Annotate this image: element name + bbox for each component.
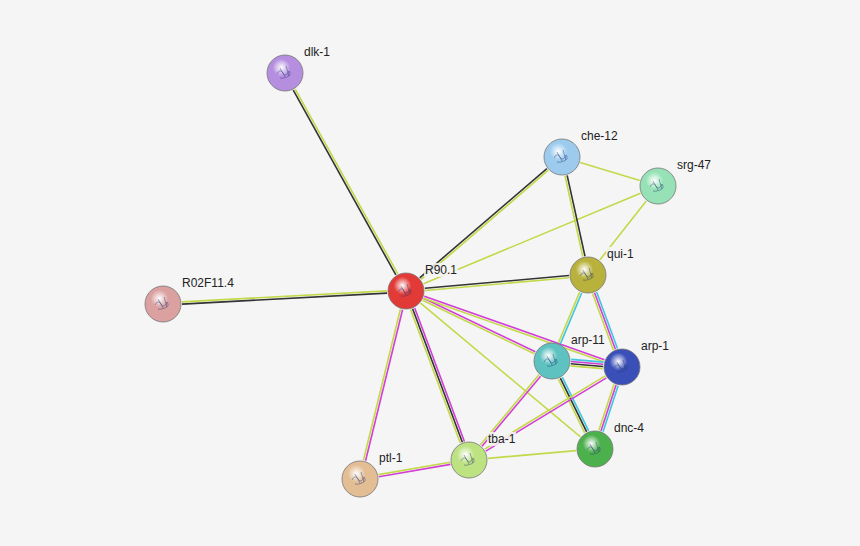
evidence-line	[413, 309, 463, 442]
interaction-edge	[423, 298, 536, 354]
evidence-line	[571, 366, 603, 369]
protein-node: R02F11.4	[144, 285, 182, 323]
evidence-line	[379, 464, 451, 476]
evidence-line	[482, 376, 541, 446]
interaction-edge	[425, 276, 569, 291]
interaction-edge	[571, 359, 604, 368]
node-ball	[341, 460, 379, 498]
node-label: R90.1	[424, 263, 458, 277]
node-ball	[639, 167, 677, 205]
evidence-line	[599, 384, 614, 430]
node-label: arp-1	[640, 339, 670, 353]
node-label: arp-11	[570, 333, 606, 347]
protein-node: dlk-1	[266, 54, 304, 92]
evidence-line	[424, 193, 641, 283]
interaction-edge	[424, 193, 641, 283]
node-label: ptl-1	[378, 451, 403, 465]
protein-node: dnc-4	[576, 430, 614, 468]
evidence-line	[295, 89, 398, 274]
node-ball	[266, 54, 304, 92]
protein-node: arp-1	[603, 348, 641, 386]
evidence-line	[560, 378, 586, 432]
protein-node: R90.1	[387, 272, 425, 310]
node-ball	[533, 342, 571, 380]
node-label: dnc-4	[613, 421, 645, 435]
node-label: che-12	[580, 129, 619, 143]
evidence-line	[421, 170, 548, 279]
evidence-line	[421, 303, 581, 437]
protein-node: ptl-1	[341, 460, 379, 498]
interaction-edge	[600, 201, 647, 260]
node-ball	[603, 348, 641, 386]
evidence-line	[420, 169, 547, 278]
evidence-line	[182, 293, 387, 304]
evidence-line	[293, 90, 396, 275]
interaction-edge	[363, 309, 402, 461]
protein-node: tba-1	[450, 441, 488, 479]
evidence-line	[558, 379, 584, 433]
interaction-edge	[293, 89, 397, 275]
evidence-line	[425, 278, 569, 291]
interaction-edge	[565, 175, 585, 256]
interaction-edge	[488, 451, 576, 459]
protein-node: qui-1	[569, 256, 607, 294]
protein-node: arp-11	[533, 342, 571, 380]
node-label: srg-47	[676, 158, 712, 172]
evidence-line	[562, 377, 588, 431]
interaction-edge	[480, 375, 540, 446]
interaction-edge	[182, 291, 387, 304]
evidence-line	[423, 300, 535, 354]
evidence-line	[567, 175, 585, 256]
evidence-line	[580, 162, 640, 180]
interaction-edge	[580, 162, 640, 180]
interaction-edge	[411, 308, 465, 443]
node-ball	[387, 272, 425, 310]
evidence-line	[600, 201, 647, 260]
node-ball	[569, 256, 607, 294]
evidence-line	[565, 176, 583, 257]
evidence-line	[366, 310, 403, 461]
evidence-line	[488, 451, 576, 459]
node-label: dlk-1	[303, 45, 331, 59]
evidence-line	[411, 310, 461, 443]
evidence-line	[182, 291, 387, 302]
node-ball	[576, 430, 614, 468]
interaction-edge	[421, 303, 581, 437]
node-ball	[450, 441, 488, 479]
node-ball	[543, 138, 581, 176]
node-ball	[144, 285, 182, 323]
node-label: R02F11.4	[181, 276, 235, 290]
evidence-line	[415, 308, 465, 441]
evidence-line	[425, 276, 569, 289]
evidence-line	[424, 298, 536, 352]
protein-node: srg-47	[639, 167, 677, 205]
evidence-line	[424, 298, 604, 361]
evidence-line	[363, 309, 400, 460]
interaction-edge	[420, 169, 549, 280]
node-label: tba-1	[487, 432, 516, 446]
protein-node: che-12	[543, 138, 581, 176]
node-label: qui-1	[606, 247, 635, 261]
